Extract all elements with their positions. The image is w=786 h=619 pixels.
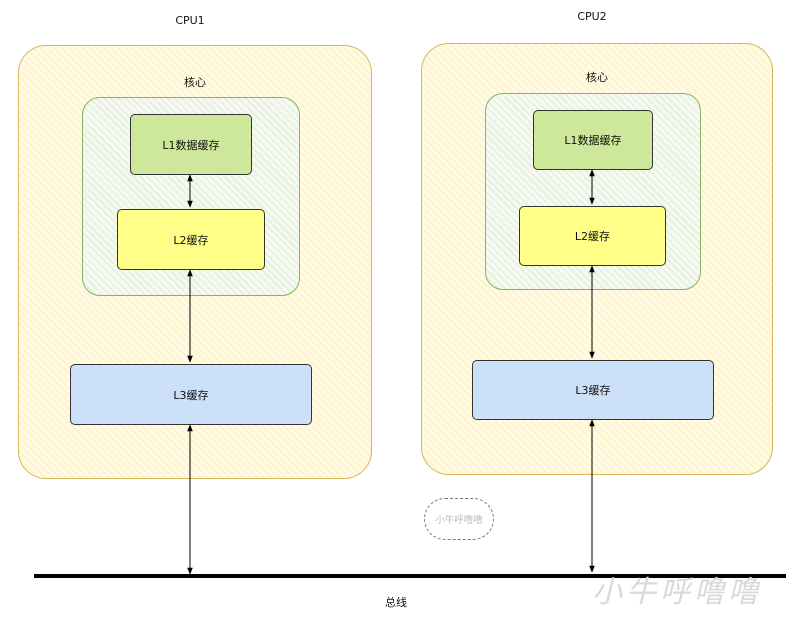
cpu2-l1-cache: L1数据缓存 (533, 110, 653, 170)
cpu2-core-label: 核心 (586, 71, 608, 84)
cpu1-l2-cache: L2缓存 (117, 209, 265, 270)
cpu1-l3-cache: L3缓存 (70, 364, 312, 425)
cpu2-l2-cache: L2缓存 (519, 206, 666, 266)
cpu1-title: CPU1 (175, 14, 205, 27)
cloud-watermark: 小牛呼噜噜 (424, 498, 494, 540)
cpu1-core-label: 核心 (184, 76, 206, 89)
corner-watermark: 小牛呼噜噜 (592, 575, 762, 610)
bus-label: 总线 (385, 596, 407, 609)
cpu1-l1-cache: L1数据缓存 (130, 114, 252, 175)
cpu2-title: CPU2 (577, 10, 607, 23)
cpu2-l3-cache: L3缓存 (472, 360, 714, 420)
